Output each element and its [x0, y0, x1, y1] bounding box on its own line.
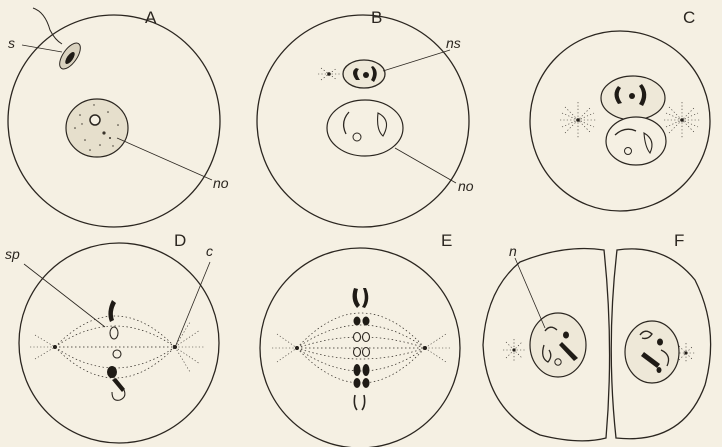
panel-e: E [260, 231, 460, 447]
callout-line-c [176, 262, 210, 345]
callout-line-sp [24, 264, 105, 327]
panel-c-label: C [683, 8, 695, 27]
egg-nucleus-b [327, 100, 403, 156]
spindle-e [272, 313, 450, 383]
panel-c: C [530, 8, 710, 211]
centrosome-b [318, 68, 340, 80]
panel-e-label: E [441, 231, 452, 250]
callout-line-s [22, 45, 62, 52]
callout-line-ns [383, 50, 450, 71]
callout-no-a: no [213, 175, 229, 191]
daughter-nucleus-right [625, 321, 679, 383]
panel-d: D sp c [5, 231, 219, 443]
chromosomes-d [107, 300, 125, 400]
sperm-nucleus-b [343, 60, 385, 88]
panel-b-label: B [371, 8, 382, 27]
aster-left-c [560, 102, 596, 138]
callout-line-n [515, 258, 545, 328]
egg-nucleus-a [66, 99, 128, 157]
sperm [33, 8, 84, 72]
chromosomes-e [353, 288, 370, 410]
aster-left-f [503, 339, 525, 361]
callout-sp: sp [5, 246, 20, 262]
panel-f: F n [483, 231, 711, 441]
callout-c: c [206, 243, 213, 259]
callout-n: n [509, 243, 517, 259]
panel-a: A s no [8, 8, 229, 227]
panel-b: B ns no [257, 8, 474, 227]
callout-line-no-a [117, 138, 212, 180]
panel-d-label: D [174, 231, 186, 250]
callout-s: s [8, 35, 15, 51]
daughter-nucleus-left [530, 313, 586, 377]
callout-ns: ns [446, 35, 461, 51]
callout-line-no-b [395, 148, 456, 183]
aster-right-c [664, 102, 700, 138]
egg-cell-d [19, 243, 219, 443]
egg-cell-e [260, 248, 460, 447]
spindle-d [30, 316, 205, 378]
panel-a-label: A [145, 8, 157, 27]
panel-f-label: F [674, 231, 684, 250]
fusing-nuclei-c [601, 76, 666, 165]
callout-no-b: no [458, 178, 474, 194]
